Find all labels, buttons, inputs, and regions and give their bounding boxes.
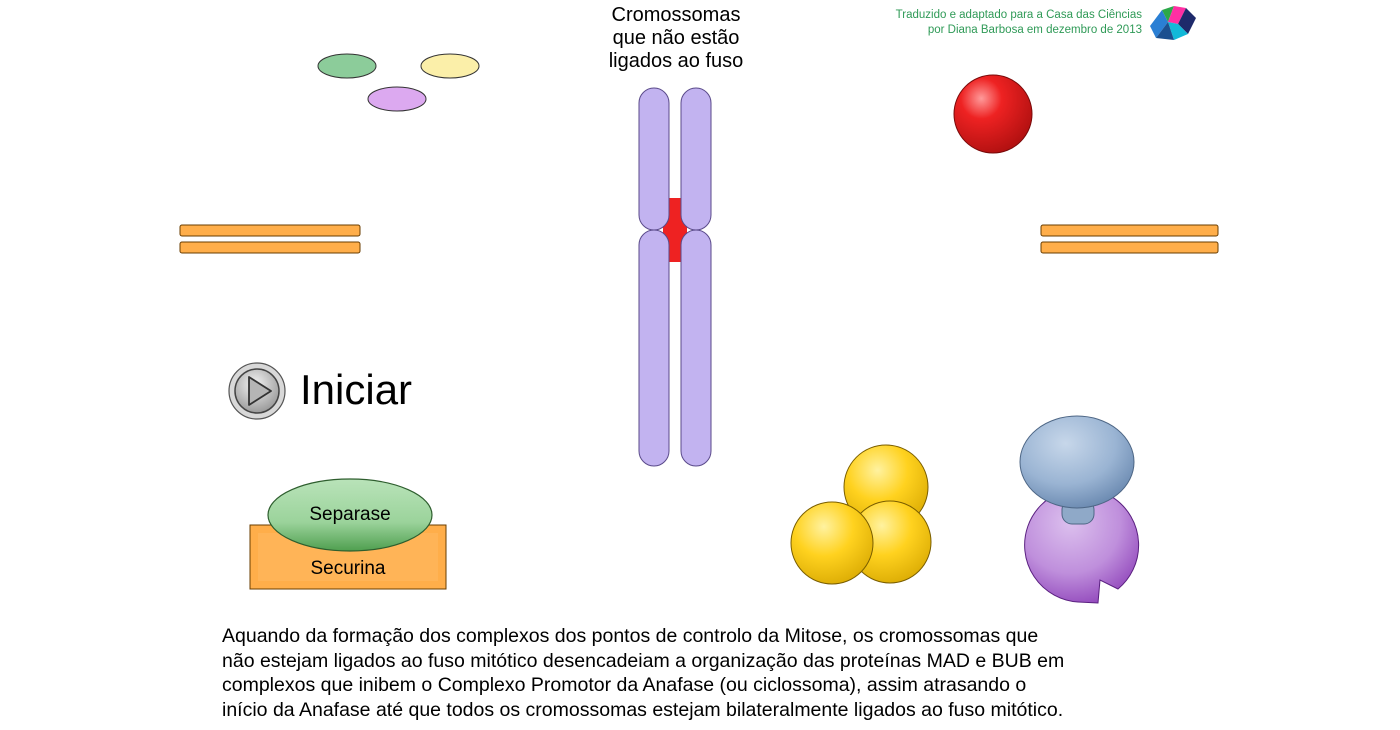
chromosome xyxy=(638,87,712,467)
caption-line-2: não estejam ligados ao fuso mitótico des… xyxy=(222,649,1065,672)
yellow-ellipse xyxy=(420,53,480,79)
separase-securin-complex xyxy=(249,478,447,590)
securin-label: Securina xyxy=(310,558,386,579)
casa-das-ciencias-logo xyxy=(1150,6,1196,40)
microtubules-left xyxy=(179,224,361,254)
yellow-protein-cluster xyxy=(790,444,932,585)
green-ellipse xyxy=(317,53,377,79)
red-sphere xyxy=(953,74,1033,154)
credit-line-2: por Diana Barbosa em dezembro de 2013 xyxy=(927,24,1142,36)
start-button[interactable]: Iniciar xyxy=(228,360,428,420)
chromosome-label: Cromossomas que não estão ligados ao fus… xyxy=(580,4,772,73)
credit-line-1: Traduzido e adaptado para a Casa das Ciê… xyxy=(895,9,1142,21)
chromosome-label-line-2: que não estão xyxy=(612,27,740,49)
separase-ellipse xyxy=(267,478,433,552)
credit-text: Traduzido e adaptado para a Casa das Ciê… xyxy=(840,8,1142,38)
caption-line-3: complexos que inibem o Complexo Promotor… xyxy=(222,674,1027,696)
purple-ellipse xyxy=(367,86,427,112)
caption-line-1: Aquando da formação dos complexos dos po… xyxy=(222,625,1039,647)
microtubules-right xyxy=(1040,224,1219,254)
separase-label: Separase xyxy=(309,504,391,525)
caption-text: Aquando da formação dos complexos dos po… xyxy=(222,624,1192,722)
mad-bub-protein xyxy=(1019,415,1140,604)
chromosome-label-line-1: Cromossomas xyxy=(611,4,741,26)
caption-line-4: início da Anafase até que todos os cromo… xyxy=(222,698,1064,721)
start-label: Iniciar xyxy=(300,366,413,413)
play-icon xyxy=(228,362,286,420)
chromosome-label-line-3: ligados ao fuso xyxy=(608,50,744,72)
